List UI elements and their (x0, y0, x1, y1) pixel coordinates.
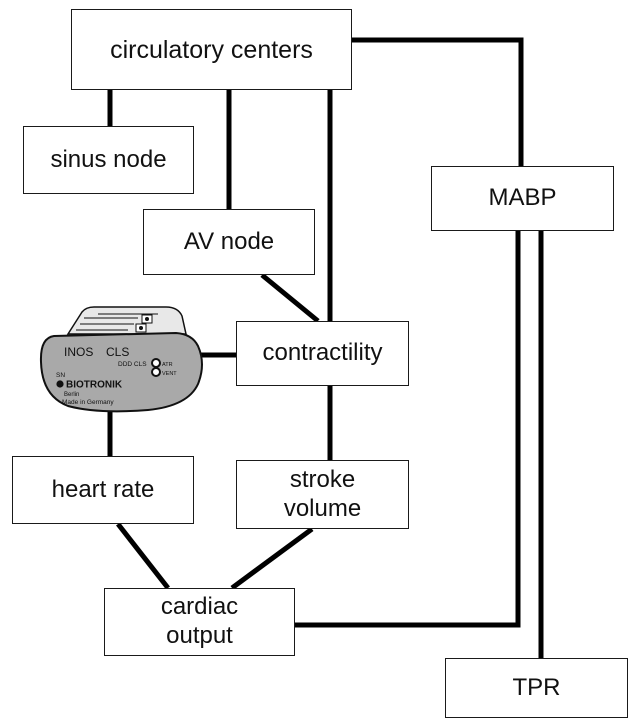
pacemaker-sn: SN (56, 372, 65, 379)
node-stroke-volume-line2: volume (283, 494, 362, 522)
node-circulatory-centers-label: circulatory centers (110, 35, 313, 64)
pacemaker-brand: BIOTRONIK (66, 380, 123, 391)
link-cardiacoutput-mabp (295, 231, 521, 628)
node-mabp: MABP (431, 166, 614, 231)
link-avnode-contractility (260, 273, 320, 323)
pacemaker-port-vent: VENT (162, 371, 177, 377)
link-strokevolume-cardiacoutput (230, 526, 314, 591)
pacemaker-city: Berlin (64, 392, 79, 398)
pacemaker-model: INOS (64, 345, 93, 359)
pacemaker-illustration: INOS CLS DDD CLS ATR VENT SN BIOTRONIK B… (39, 306, 203, 413)
node-cardiac-output-line2: output (166, 622, 233, 649)
pacemaker-device: INOS CLS DDD CLS ATR VENT SN BIOTRONIK B… (38, 306, 206, 414)
node-tpr-label: TPR (512, 673, 561, 701)
node-stroke-volume-line1: stroke (289, 465, 356, 493)
pacemaker-origin: Made in Germany (62, 399, 114, 406)
node-cardiac-output: cardiac output (104, 588, 295, 656)
node-heart-rate: heart rate (12, 456, 194, 524)
node-stroke-volume: stroke volume (236, 460, 409, 529)
node-circulatory-centers: circulatory centers (71, 9, 352, 90)
node-cardiac-output-line1: cardiac (160, 593, 239, 621)
pacemaker-model-suffix: CLS (106, 345, 129, 359)
node-av-node: AV node (143, 209, 315, 275)
port-vent-icon (151, 367, 161, 377)
pacemaker-body (39, 331, 203, 413)
node-contractility: contractility (236, 321, 409, 386)
node-sinus-node: sinus node (23, 126, 194, 194)
node-mabp-label: MABP (488, 184, 557, 212)
lead-channels (76, 313, 158, 331)
node-sinus-node-label: sinus node (50, 145, 167, 173)
node-heart-rate-label: heart rate (51, 475, 155, 503)
node-tpr: TPR (445, 658, 628, 718)
port-atr-icon (151, 358, 161, 368)
link-circulatory-mabp (352, 37, 524, 166)
brand-logo-icon (56, 380, 64, 388)
node-contractility-label: contractility (262, 339, 383, 367)
pacemaker-port-atr: ATR (162, 362, 173, 368)
node-av-node-label: AV node (183, 227, 275, 255)
link-heartrate-cardiacoutput (116, 522, 170, 590)
pacemaker-mode: DDD CLS (118, 361, 147, 368)
